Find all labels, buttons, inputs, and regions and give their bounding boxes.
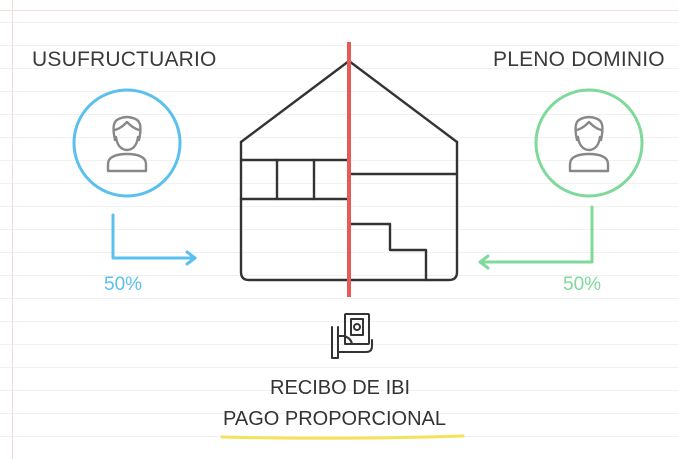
pleno-dominio-person-icon	[534, 88, 644, 198]
caption-title: RECIBO DE IBI	[270, 377, 411, 399]
usufructuario-person-icon	[72, 88, 182, 198]
pleno-dominio-label: PLENO DOMINIO	[493, 48, 665, 71]
usufructuario-label: USUFRUCTUARIO	[32, 48, 217, 71]
left-arrow-icon	[111, 213, 197, 266]
paper-top-line	[0, 10, 678, 11]
caption-underline	[220, 434, 465, 440]
caption-subtitle: PAGO PROPORCIONAL	[223, 408, 447, 430]
paper-margin-line	[12, 0, 13, 459]
pleno-dominio-share: 50%	[563, 274, 602, 295]
payment-hand-icon	[331, 313, 373, 359]
right-arrow-icon	[478, 205, 594, 270]
usufructuario-share: 50%	[104, 274, 143, 295]
